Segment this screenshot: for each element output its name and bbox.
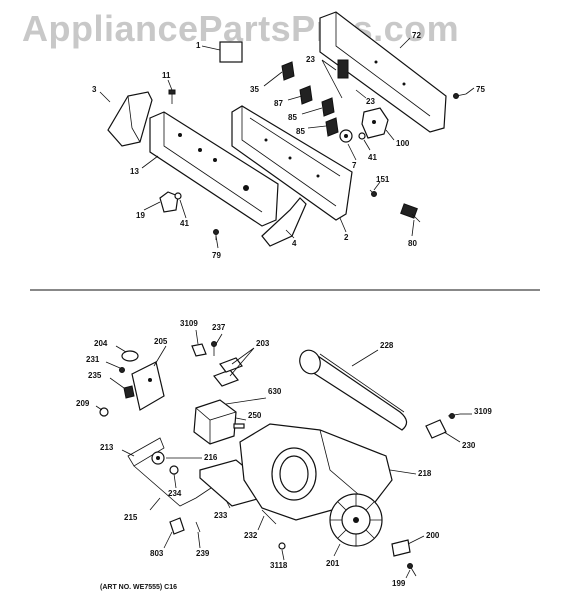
support-203-part bbox=[213, 357, 243, 387]
callout-209: 209 bbox=[76, 399, 90, 408]
blower-wheel-part bbox=[329, 493, 383, 547]
callout-203: 203 bbox=[256, 339, 270, 348]
callout-803: 803 bbox=[150, 549, 164, 558]
callout-11: 11 bbox=[162, 71, 171, 80]
switch-85a-part bbox=[321, 97, 335, 117]
switch-85b-part bbox=[325, 117, 339, 137]
label-card-part bbox=[219, 41, 243, 63]
callout-216: 216 bbox=[204, 453, 218, 462]
ring-41-part bbox=[358, 132, 366, 140]
callout-23-upper: 23 bbox=[306, 55, 315, 64]
clip-235-part bbox=[123, 385, 135, 399]
part-3118 bbox=[278, 542, 286, 550]
leader-lines-top bbox=[99, 37, 475, 249]
callout-232: 232 bbox=[244, 531, 258, 540]
knob-7-part bbox=[339, 129, 353, 143]
callout-85a: 85 bbox=[288, 113, 297, 122]
callout-3: 3 bbox=[92, 85, 97, 94]
callout-7: 7 bbox=[352, 161, 357, 170]
connector-80-part bbox=[400, 203, 421, 223]
callout-85b: 85 bbox=[296, 127, 305, 136]
callouts-top: 1 3 11 13 19 41 79 2 4 72 23 35 87 85 85… bbox=[92, 31, 485, 260]
callout-218: 218 bbox=[418, 469, 432, 478]
callout-3118: 3118 bbox=[270, 561, 288, 570]
motor-part bbox=[193, 399, 245, 445]
switch-87-part bbox=[299, 85, 313, 105]
wire-assembly-part bbox=[127, 437, 215, 507]
callout-250: 250 bbox=[248, 411, 262, 420]
end-cap-left-part bbox=[107, 91, 153, 147]
callout-201: 201 bbox=[326, 559, 340, 568]
clip-239-part bbox=[195, 521, 201, 533]
callout-205: 205 bbox=[154, 337, 168, 346]
callout-3109-left: 3109 bbox=[180, 319, 198, 328]
switch-35-part bbox=[281, 61, 295, 81]
callouts-bottom: 3109 237 205 203 204 231 235 209 630 250… bbox=[76, 319, 492, 588]
leader-lines-bottom bbox=[95, 329, 472, 579]
screw-75-part bbox=[453, 93, 467, 99]
callout-230: 230 bbox=[462, 441, 476, 450]
bracket-part bbox=[261, 197, 307, 247]
callout-100: 100 bbox=[396, 139, 410, 148]
callout-79: 79 bbox=[212, 251, 221, 260]
clamp-200-part bbox=[391, 539, 411, 557]
bracket-205-part bbox=[131, 361, 165, 411]
callout-41-right: 41 bbox=[368, 153, 377, 162]
rod-232-part bbox=[261, 509, 277, 525]
knob-part bbox=[159, 191, 179, 213]
bracket-803-part bbox=[169, 517, 185, 535]
screw-151-part bbox=[369, 189, 377, 197]
screw-41-left-part bbox=[174, 192, 182, 200]
callout-75: 75 bbox=[476, 85, 485, 94]
callout-151: 151 bbox=[376, 175, 390, 184]
callout-228: 228 bbox=[380, 341, 394, 350]
screw-199-part bbox=[407, 563, 417, 577]
callout-19: 19 bbox=[136, 211, 145, 220]
screw-79-part bbox=[213, 229, 219, 240]
callout-87: 87 bbox=[274, 99, 283, 108]
callout-1: 1 bbox=[196, 41, 201, 50]
callout-2: 2 bbox=[344, 233, 349, 242]
fitting-230-part bbox=[425, 419, 447, 439]
callout-3109-right: 3109 bbox=[474, 407, 492, 416]
art-number-footer: (ART NO. WE7555) C16 bbox=[100, 584, 178, 591]
callout-235: 235 bbox=[88, 371, 102, 380]
control-panel-part bbox=[149, 111, 279, 227]
callout-41-left: 41 bbox=[180, 219, 189, 228]
callout-200: 200 bbox=[426, 531, 440, 540]
backsplash-panel-part bbox=[319, 11, 447, 133]
part-3109-left bbox=[191, 343, 207, 357]
callout-35: 35 bbox=[250, 85, 259, 94]
callout-237: 237 bbox=[212, 323, 226, 332]
screw-11-part bbox=[168, 89, 176, 104]
screw-231-part bbox=[119, 367, 125, 373]
screw-3109-right-part bbox=[447, 413, 461, 419]
callout-13: 13 bbox=[130, 167, 139, 176]
callout-72: 72 bbox=[412, 31, 421, 40]
timer-part bbox=[361, 107, 389, 139]
clamp-204-part bbox=[121, 350, 139, 362]
callout-80: 80 bbox=[408, 239, 417, 248]
callout-215: 215 bbox=[124, 513, 138, 522]
callout-234: 234 bbox=[168, 489, 182, 498]
callout-630: 630 bbox=[268, 387, 282, 396]
callout-239: 239 bbox=[196, 549, 210, 558]
callout-231: 231 bbox=[86, 355, 100, 364]
callout-213: 213 bbox=[100, 443, 114, 452]
callout-199: 199 bbox=[392, 579, 406, 588]
screw-237-part bbox=[211, 341, 217, 356]
rear-frame-part bbox=[231, 105, 353, 221]
callout-233: 233 bbox=[214, 511, 228, 520]
callout-204: 204 bbox=[94, 339, 108, 348]
callout-4: 4 bbox=[292, 239, 297, 248]
drum-part bbox=[299, 349, 408, 431]
callout-23-lower: 23 bbox=[366, 97, 375, 106]
